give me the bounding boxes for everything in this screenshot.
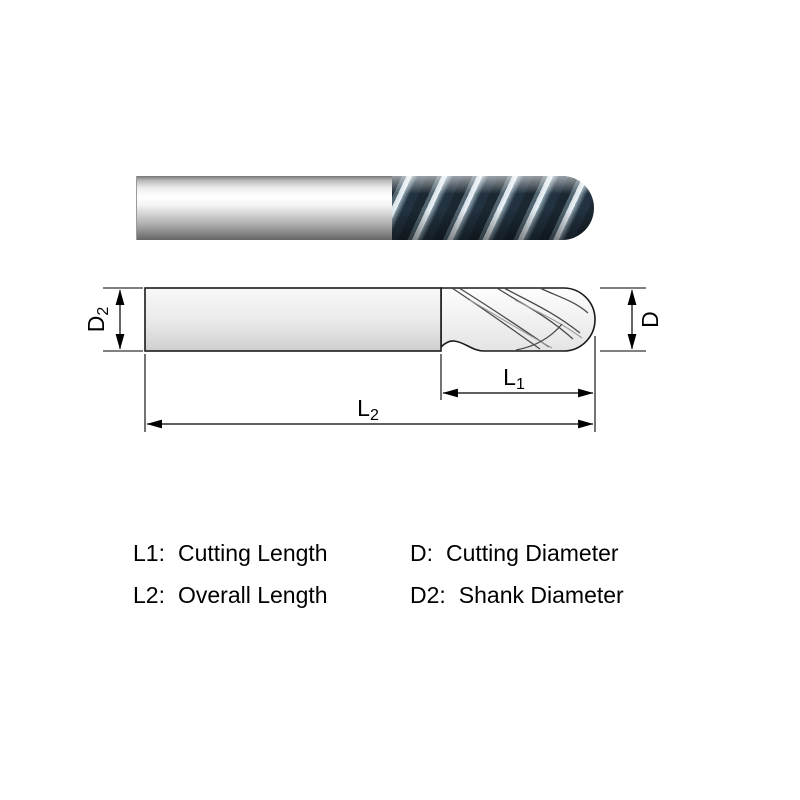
l1-dimension: L1 bbox=[440, 336, 596, 432]
flute-shading-curve bbox=[514, 299, 583, 339]
legend: L1: Cutting Length D: Cutting Diameter L2:… bbox=[133, 540, 693, 624]
legend-item-d: D: Cutting Diameter bbox=[410, 540, 619, 567]
end-mill-photo bbox=[136, 176, 594, 240]
shank-outline bbox=[144, 287, 442, 352]
legend-item-l1: L1: Cutting Length bbox=[133, 540, 410, 567]
legend-key-l2: L2: bbox=[133, 582, 165, 608]
d-label-main: D bbox=[637, 311, 663, 328]
legend-value-l2: Overall Length bbox=[177, 582, 328, 608]
legend-key-d2: D2: bbox=[410, 582, 446, 608]
l2-label: L2 bbox=[357, 395, 379, 424]
end-mill-photo-flutes bbox=[392, 176, 594, 240]
ball-nose-edge-curve bbox=[515, 323, 563, 351]
end-mill-photo-shank bbox=[136, 176, 393, 240]
d2-label-main: D bbox=[83, 316, 109, 333]
legend-value-l1: Cutting Length bbox=[177, 540, 328, 566]
legend-item-d2: D2: Shank Diameter bbox=[410, 582, 624, 609]
cutter-outline bbox=[440, 287, 596, 352]
d2-label: D2 bbox=[83, 307, 112, 333]
tool-outline bbox=[144, 287, 596, 352]
l2-label-main: L bbox=[357, 395, 370, 421]
legend-key-d: D: bbox=[410, 540, 433, 566]
l1-label: L1 bbox=[503, 364, 525, 393]
legend-value-d: Cutting Diameter bbox=[446, 540, 619, 566]
legend-key-l1: L1: bbox=[133, 540, 165, 566]
l1-label-main: L bbox=[503, 364, 516, 390]
flute-curve bbox=[503, 287, 581, 334]
legend-row: L1: Cutting Length D: Cutting Diameter bbox=[133, 540, 693, 567]
legend-item-l2: L2: Overall Length bbox=[133, 582, 410, 609]
l1-label-sub: 1 bbox=[516, 376, 525, 393]
legend-row: L2: Overall Length D2: Shank Diameter bbox=[133, 582, 693, 609]
d2-dimension: D2 bbox=[83, 287, 143, 352]
flute-curves bbox=[451, 287, 589, 351]
d-dimension: D bbox=[600, 287, 663, 352]
l2-dimension: L2 bbox=[144, 354, 594, 432]
l2-label-sub: 2 bbox=[370, 407, 379, 424]
d-label: D bbox=[637, 311, 663, 328]
legend-value-d2: Shank Diameter bbox=[458, 582, 624, 608]
flute-curve bbox=[451, 287, 541, 350]
flute-shading-curve bbox=[469, 299, 553, 349]
flute-curve bbox=[539, 287, 589, 314]
d2-label-sub: 2 bbox=[95, 307, 112, 316]
